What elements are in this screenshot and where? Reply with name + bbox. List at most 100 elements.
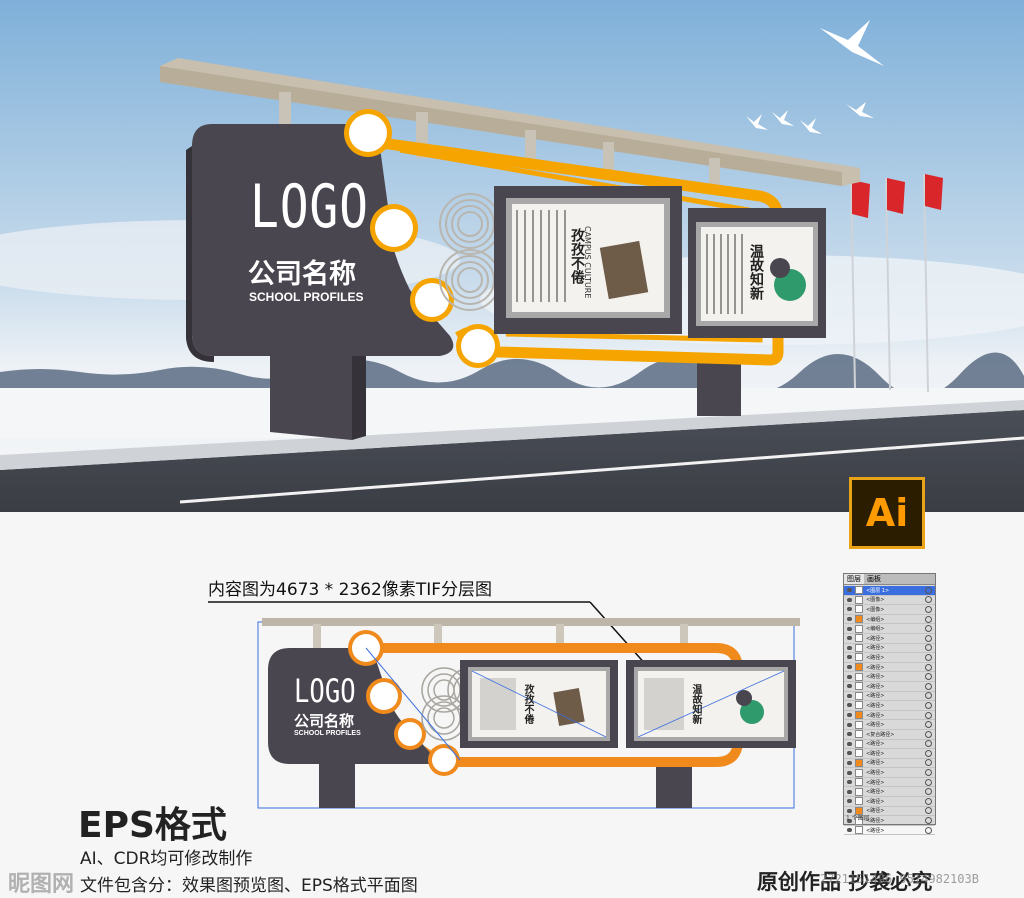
target-circle-icon[interactable]	[925, 769, 932, 777]
layer-thumbnail	[855, 663, 863, 672]
target-circle-icon[interactable]	[925, 701, 932, 709]
layer-name: <路径>	[866, 741, 885, 748]
layer-row[interactable]: <编组>	[844, 624, 935, 634]
layer-row[interactable]: <路径>	[844, 778, 935, 788]
visibility-eye-icon[interactable]	[847, 808, 852, 813]
target-circle-icon[interactable]	[925, 721, 932, 729]
target-circle-icon[interactable]	[925, 682, 932, 690]
visibility-eye-icon[interactable]	[847, 789, 852, 794]
target-circle-icon[interactable]	[925, 653, 932, 661]
artboards-tab[interactable]: 画板	[867, 575, 881, 583]
target-circle-icon[interactable]	[925, 730, 932, 738]
target-circle-icon[interactable]	[925, 711, 932, 719]
layer-row[interactable]: <路径>	[844, 768, 935, 778]
layer-thumbnail	[855, 586, 863, 595]
layer-row[interactable]: <编组>	[844, 615, 935, 625]
target-circle-icon[interactable]	[925, 644, 932, 652]
target-circle-icon[interactable]	[925, 788, 932, 796]
target-circle-icon[interactable]	[925, 749, 932, 757]
target-circle-icon[interactable]	[925, 759, 932, 767]
watermark-id: 2721151496 9514982103B	[820, 872, 979, 886]
layer-thumbnail	[855, 595, 863, 604]
layer-row[interactable]: <路径>	[844, 806, 935, 817]
visibility-eye-icon[interactable]	[847, 597, 852, 602]
layer-row[interactable]: <路径>	[844, 643, 935, 654]
target-circle-icon[interactable]	[925, 673, 932, 681]
target-circle-icon[interactable]	[925, 692, 932, 700]
target-circle-icon[interactable]	[925, 817, 932, 825]
target-circle-icon[interactable]	[925, 740, 932, 748]
layer-row[interactable]: <图层 1>	[844, 586, 935, 596]
school-profiles-subtitle: SCHOOL PROFILES	[249, 290, 364, 304]
layer-name: <路径>	[866, 674, 885, 681]
target-circle-icon[interactable]	[925, 797, 932, 805]
layer-row[interactable]: <路径>	[844, 787, 935, 798]
visibility-eye-icon[interactable]	[847, 645, 852, 650]
visibility-eye-icon[interactable]	[847, 665, 852, 670]
visibility-eye-icon[interactable]	[847, 780, 852, 785]
visibility-eye-icon[interactable]	[847, 703, 852, 708]
visibility-eye-icon[interactable]	[847, 713, 852, 718]
target-circle-icon[interactable]	[925, 663, 932, 671]
visibility-eye-icon[interactable]	[847, 760, 852, 765]
visibility-eye-icon[interactable]	[847, 828, 852, 833]
target-circle-icon[interactable]	[925, 586, 932, 594]
target-circle-icon[interactable]	[925, 807, 932, 815]
layer-row[interactable]: <路径>	[844, 701, 935, 711]
layer-thumbnail	[855, 711, 863, 720]
layer-row[interactable]: <图像>	[844, 595, 935, 606]
visibility-eye-icon[interactable]	[847, 722, 852, 727]
target-circle-icon[interactable]	[925, 596, 932, 604]
visibility-eye-icon[interactable]	[847, 674, 852, 679]
layer-row[interactable]: <路径>	[844, 758, 935, 769]
target-circle-icon[interactable]	[925, 625, 932, 633]
layer-row[interactable]: <路径>	[844, 634, 935, 644]
visibility-eye-icon[interactable]	[847, 636, 852, 641]
layer-row[interactable]: <路径>	[844, 749, 935, 759]
visibility-eye-icon[interactable]	[847, 693, 852, 698]
visibility-eye-icon[interactable]	[847, 751, 852, 756]
layer-thumbnail	[855, 787, 863, 796]
visibility-eye-icon[interactable]	[847, 770, 852, 775]
layer-row[interactable]: <路径>	[844, 826, 935, 836]
content-size-annotation: 内容图为4673 * 2362像素TIF分层图	[208, 580, 493, 600]
layer-row[interactable]: <路径>	[844, 739, 935, 750]
target-circle-icon[interactable]	[925, 778, 932, 786]
layer-row[interactable]: <复合路径>	[844, 730, 935, 740]
visibility-eye-icon[interactable]	[847, 684, 852, 689]
render-preview: LOGO 公司名称 SCHOOL PROFILES 孜孜不倦 CAMPUS CU…	[0, 0, 1024, 512]
layer-row[interactable]: <路径>	[844, 720, 935, 730]
layer-row[interactable]: <路径>	[844, 816, 935, 826]
visibility-eye-icon[interactable]	[847, 626, 852, 631]
visibility-eye-icon[interactable]	[847, 655, 852, 660]
layer-thumbnail	[855, 701, 863, 710]
layer-name: <路径>	[866, 654, 885, 661]
target-circle-icon[interactable]	[925, 615, 932, 623]
layer-thumbnail	[855, 720, 863, 729]
layer-row[interactable]: <路径>	[844, 682, 935, 692]
layer-thumbnail	[855, 730, 863, 739]
visibility-eye-icon[interactable]	[847, 732, 852, 737]
layer-thumbnail	[855, 758, 863, 767]
target-circle-icon[interactable]	[925, 826, 932, 834]
visibility-eye-icon[interactable]	[847, 617, 852, 622]
visibility-eye-icon[interactable]	[847, 799, 852, 804]
layer-name: <路径>	[866, 645, 885, 652]
target-circle-icon[interactable]	[925, 605, 932, 613]
visibility-eye-icon[interactable]	[847, 818, 852, 823]
layer-row[interactable]: <路径>	[844, 691, 935, 702]
layer-name: <路径>	[866, 712, 885, 719]
layer-row[interactable]: <路径>	[844, 672, 935, 682]
target-circle-icon[interactable]	[925, 634, 932, 642]
layer-thumbnail	[855, 691, 863, 700]
visibility-eye-icon[interactable]	[847, 741, 852, 746]
layer-row[interactable]: <图像>	[844, 605, 935, 615]
layer-row[interactable]: <路径>	[844, 797, 935, 807]
layer-row[interactable]: <路径>	[844, 663, 935, 673]
layer-row[interactable]: <路径>	[844, 653, 935, 663]
layer-row[interactable]: <路径>	[844, 711, 935, 721]
flat-panel1-title: 孜孜不倦	[522, 684, 533, 724]
visibility-eye-icon[interactable]	[847, 607, 852, 612]
layers-tab[interactable]: 图层	[844, 574, 864, 584]
visibility-eye-icon[interactable]	[847, 588, 852, 593]
